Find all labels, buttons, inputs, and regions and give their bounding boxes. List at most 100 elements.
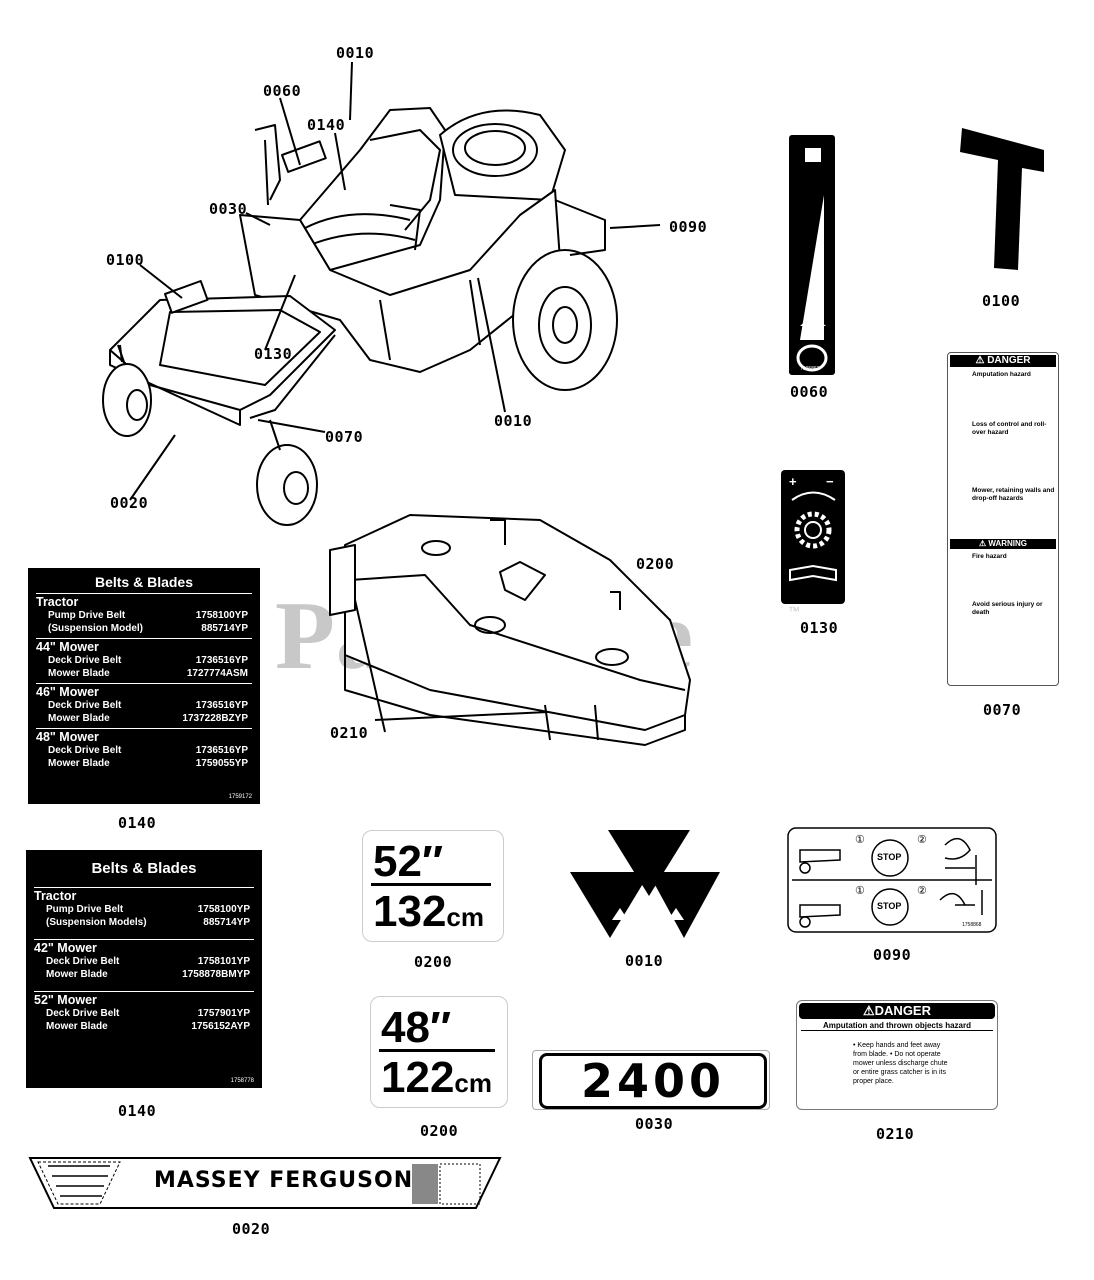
model-decal-2400: 2400 xyxy=(532,1050,770,1110)
callout-0010-top: 0010 xyxy=(336,44,375,62)
choke-decal xyxy=(781,470,845,604)
callout-0210: 0210 xyxy=(330,724,369,742)
belts2-title: Belts & Blades xyxy=(91,860,197,877)
danger-decal-small: ⚠DANGER Amputation and thrown objects ha… xyxy=(796,1000,998,1110)
belts-part-name: Deck Drive Belt xyxy=(46,956,120,967)
belts-row: Pump Drive Belt 1758100YP xyxy=(48,609,248,622)
belts-section-title: 52" Mower xyxy=(34,991,254,1007)
belts-row: (Suspension Model) 885714YP xyxy=(48,622,248,635)
size-decal-48: 48″ 122cm xyxy=(370,996,508,1108)
size48-cm-unit: cm xyxy=(454,1068,492,1098)
caption-0100: 0100 xyxy=(982,292,1021,310)
massey-ferguson-banner: MASSEY FERGUSON xyxy=(28,1156,504,1210)
belts-part-name: Mower Blade xyxy=(48,713,110,724)
belts-row: Deck Drive Belt 1736516YP xyxy=(48,699,248,712)
belts-part-name: Deck Drive Belt xyxy=(48,655,122,666)
belts-part-name: Mower Blade xyxy=(46,969,108,980)
size52-cm-num: 132 xyxy=(373,887,447,936)
size48-inch: 48″ xyxy=(381,1003,452,1052)
belts-row: Mower Blade 1737228BZYP xyxy=(48,712,248,725)
caption-0210: 0210 xyxy=(876,1125,915,1143)
callout-0130: 0130 xyxy=(254,345,293,363)
callout-0140: 0140 xyxy=(307,116,346,134)
size48-cm: 122cm xyxy=(381,1053,492,1103)
belts-part-number: 1727774ASM xyxy=(186,668,248,679)
size52-divider xyxy=(371,883,491,886)
danger-big-warning: ⚠ WARNING xyxy=(950,539,1056,549)
stop-decal xyxy=(787,827,997,933)
stop-step2-a: ② xyxy=(917,834,927,846)
danger-big-s3: Mower, retaining walls and drop-off haza… xyxy=(972,487,1055,502)
danger-small-text: • Keep hands and feet away from blade. •… xyxy=(853,1042,948,1085)
belts-row: Mower Blade 1758878BMYP xyxy=(46,968,250,981)
belts-part-number: 1736516YP xyxy=(195,700,248,711)
belts-part-name: (Suspension Models) xyxy=(46,917,147,928)
belts-part-name: Mower Blade xyxy=(46,1021,108,1032)
danger-big-header: ⚠ DANGER xyxy=(950,355,1056,367)
model-number: 2400 xyxy=(539,1053,767,1109)
belts-part-number: 1756152AYP xyxy=(191,1021,250,1032)
belts-part-name: Pump Drive Belt xyxy=(48,610,126,621)
belts-part-name: Pump Drive Belt xyxy=(46,904,124,915)
belts-part-number: 1757901YP xyxy=(197,1008,250,1019)
belts-part-name: Deck Drive Belt xyxy=(48,745,122,756)
choke-plus: + xyxy=(789,474,797,489)
caption-0140-a: 0140 xyxy=(118,814,157,832)
belts-section-title: Tractor xyxy=(36,593,252,609)
caption-0130: 0130 xyxy=(800,619,839,637)
stop-step1-b: ① xyxy=(855,885,865,897)
belts-part-number: 1758878BMYP xyxy=(182,969,250,980)
belts-part-name: Deck Drive Belt xyxy=(48,700,122,711)
danger-small-subheader: Amputation and thrown objects hazard xyxy=(801,1021,993,1031)
danger-big-s5: Avoid serious injury or death xyxy=(972,601,1043,616)
caption-0060: 0060 xyxy=(790,383,829,401)
belts-part-name: Deck Drive Belt xyxy=(46,1008,120,1019)
caption-0070: 0070 xyxy=(983,701,1022,719)
belts-part-number: 885714YP xyxy=(201,623,248,634)
callout-0020: 0020 xyxy=(110,494,149,512)
belts-part-number: 1758101YP xyxy=(197,956,250,967)
danger-big-s4: Fire hazard xyxy=(972,553,1007,560)
belts-row: Deck Drive Belt 1736516YP xyxy=(48,744,248,757)
caption-0030: 0030 xyxy=(635,1115,674,1133)
belts-part-name: (Suspension Model) xyxy=(48,623,143,634)
belts-section-title: 48" Mower xyxy=(36,728,252,744)
callout-0200: 0200 xyxy=(636,555,675,573)
size48-divider xyxy=(379,1049,495,1052)
callout-0100: 0100 xyxy=(106,251,145,269)
belts-part-number: 1736516YP xyxy=(195,745,248,756)
belts-part-number: 1758100YP xyxy=(197,904,250,915)
caption-0140-b: 0140 xyxy=(118,1102,157,1120)
callout-0060: 0060 xyxy=(263,82,302,100)
choke-minus: − xyxy=(826,474,834,489)
callout-0070: 0070 xyxy=(325,428,364,446)
belts-row: Mower Blade 1756152AYP xyxy=(46,1020,250,1033)
belts-section-title: Tractor xyxy=(34,887,254,903)
callout-0090: 0090 xyxy=(669,218,708,236)
belts-row: (Suspension Models)885714YP xyxy=(46,916,250,929)
caption-0200-a: 0200 xyxy=(414,953,453,971)
caption-0200-b: 0200 xyxy=(420,1122,459,1140)
callout-0030: 0030 xyxy=(209,200,248,218)
stop-step1-a: ① xyxy=(855,834,865,846)
belts-part-number: 1737228BZYP xyxy=(182,713,248,724)
size52-cm: 132cm xyxy=(373,887,484,937)
trademark: ™ xyxy=(788,604,800,618)
danger-big-s2: Loss of control and roll-over hazard xyxy=(972,421,1047,436)
size52-cm-unit: cm xyxy=(446,902,484,932)
mf-banner-shape xyxy=(28,1157,502,1209)
stop-decal-code: 1758868 xyxy=(962,922,982,928)
caption-0090: 0090 xyxy=(873,946,912,964)
stop-label-b: STOP xyxy=(877,901,902,911)
danger-small-header: ⚠DANGER xyxy=(799,1003,995,1019)
belts-section-title: 46" Mower xyxy=(36,683,252,699)
belts-row: Deck Drive Belt 1757901YP xyxy=(46,1007,250,1020)
speed-control-decal xyxy=(789,135,835,375)
belts-row: Pump Drive Belt 1758100YP xyxy=(46,903,250,916)
belts-part-number: 1758100YP xyxy=(195,610,248,621)
